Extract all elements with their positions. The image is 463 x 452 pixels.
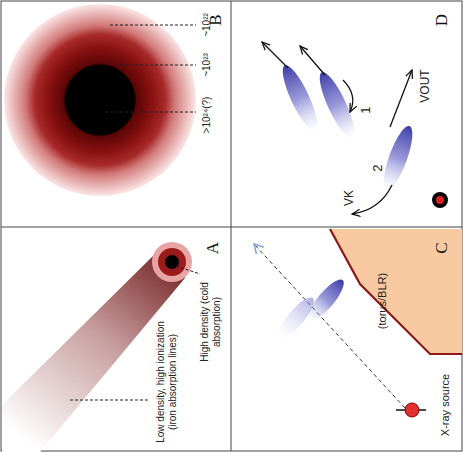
rotation-arrow: [343, 80, 353, 112]
cloud-head: [152, 242, 192, 282]
velocity-arrow: [390, 70, 412, 127]
panel-letter: A: [203, 238, 223, 258]
column-density: >10²⁴(?): [201, 85, 213, 145]
divider: [1, 227, 462, 228]
region-note: Low density, high ionization (iron absor…: [155, 315, 178, 450]
region-note: High density (cold absorption): [199, 276, 222, 368]
rotation-arrow: [352, 185, 392, 214]
callout-number: 2: [371, 161, 386, 175]
cloud-tail: [2, 252, 185, 452]
panel-letter: D: [432, 10, 452, 30]
leader-line: [120, 65, 196, 66]
black-hole: [436, 196, 444, 204]
leader-line: [70, 400, 150, 401]
velocity-arrow: [300, 46, 325, 75]
velocity-arrow: [262, 42, 288, 68]
velocity-label: VOUT: [419, 66, 433, 106]
velocity-label: VK: [343, 183, 357, 213]
node-label: X-ray source: [439, 365, 452, 445]
column-density: ~10²²: [201, 5, 213, 45]
torus-edge: [330, 229, 462, 354]
callout-number: 1: [359, 103, 374, 117]
outflow-cloud: [314, 69, 361, 142]
xray-source: X-ray source: [392, 360, 458, 450]
leader-line: [105, 112, 196, 113]
node-label: (torus/BLR): [376, 261, 389, 341]
outflow-cloud: [277, 62, 324, 135]
divider: [231, 1, 232, 451]
source-dot: [405, 403, 419, 417]
leader-line: [110, 25, 196, 26]
panel-letter: C: [432, 238, 452, 258]
black-hole: [432, 192, 448, 208]
absorber-disk: [4, 4, 196, 196]
cloud-core: [165, 255, 179, 269]
obscuring-cloud: [273, 293, 319, 343]
column-density: ~10²³: [201, 45, 213, 85]
cloud-head: [158, 248, 186, 276]
torus-fill: [330, 229, 462, 354]
outflow-cloud: [378, 123, 418, 193]
leader-line: [176, 266, 200, 274]
